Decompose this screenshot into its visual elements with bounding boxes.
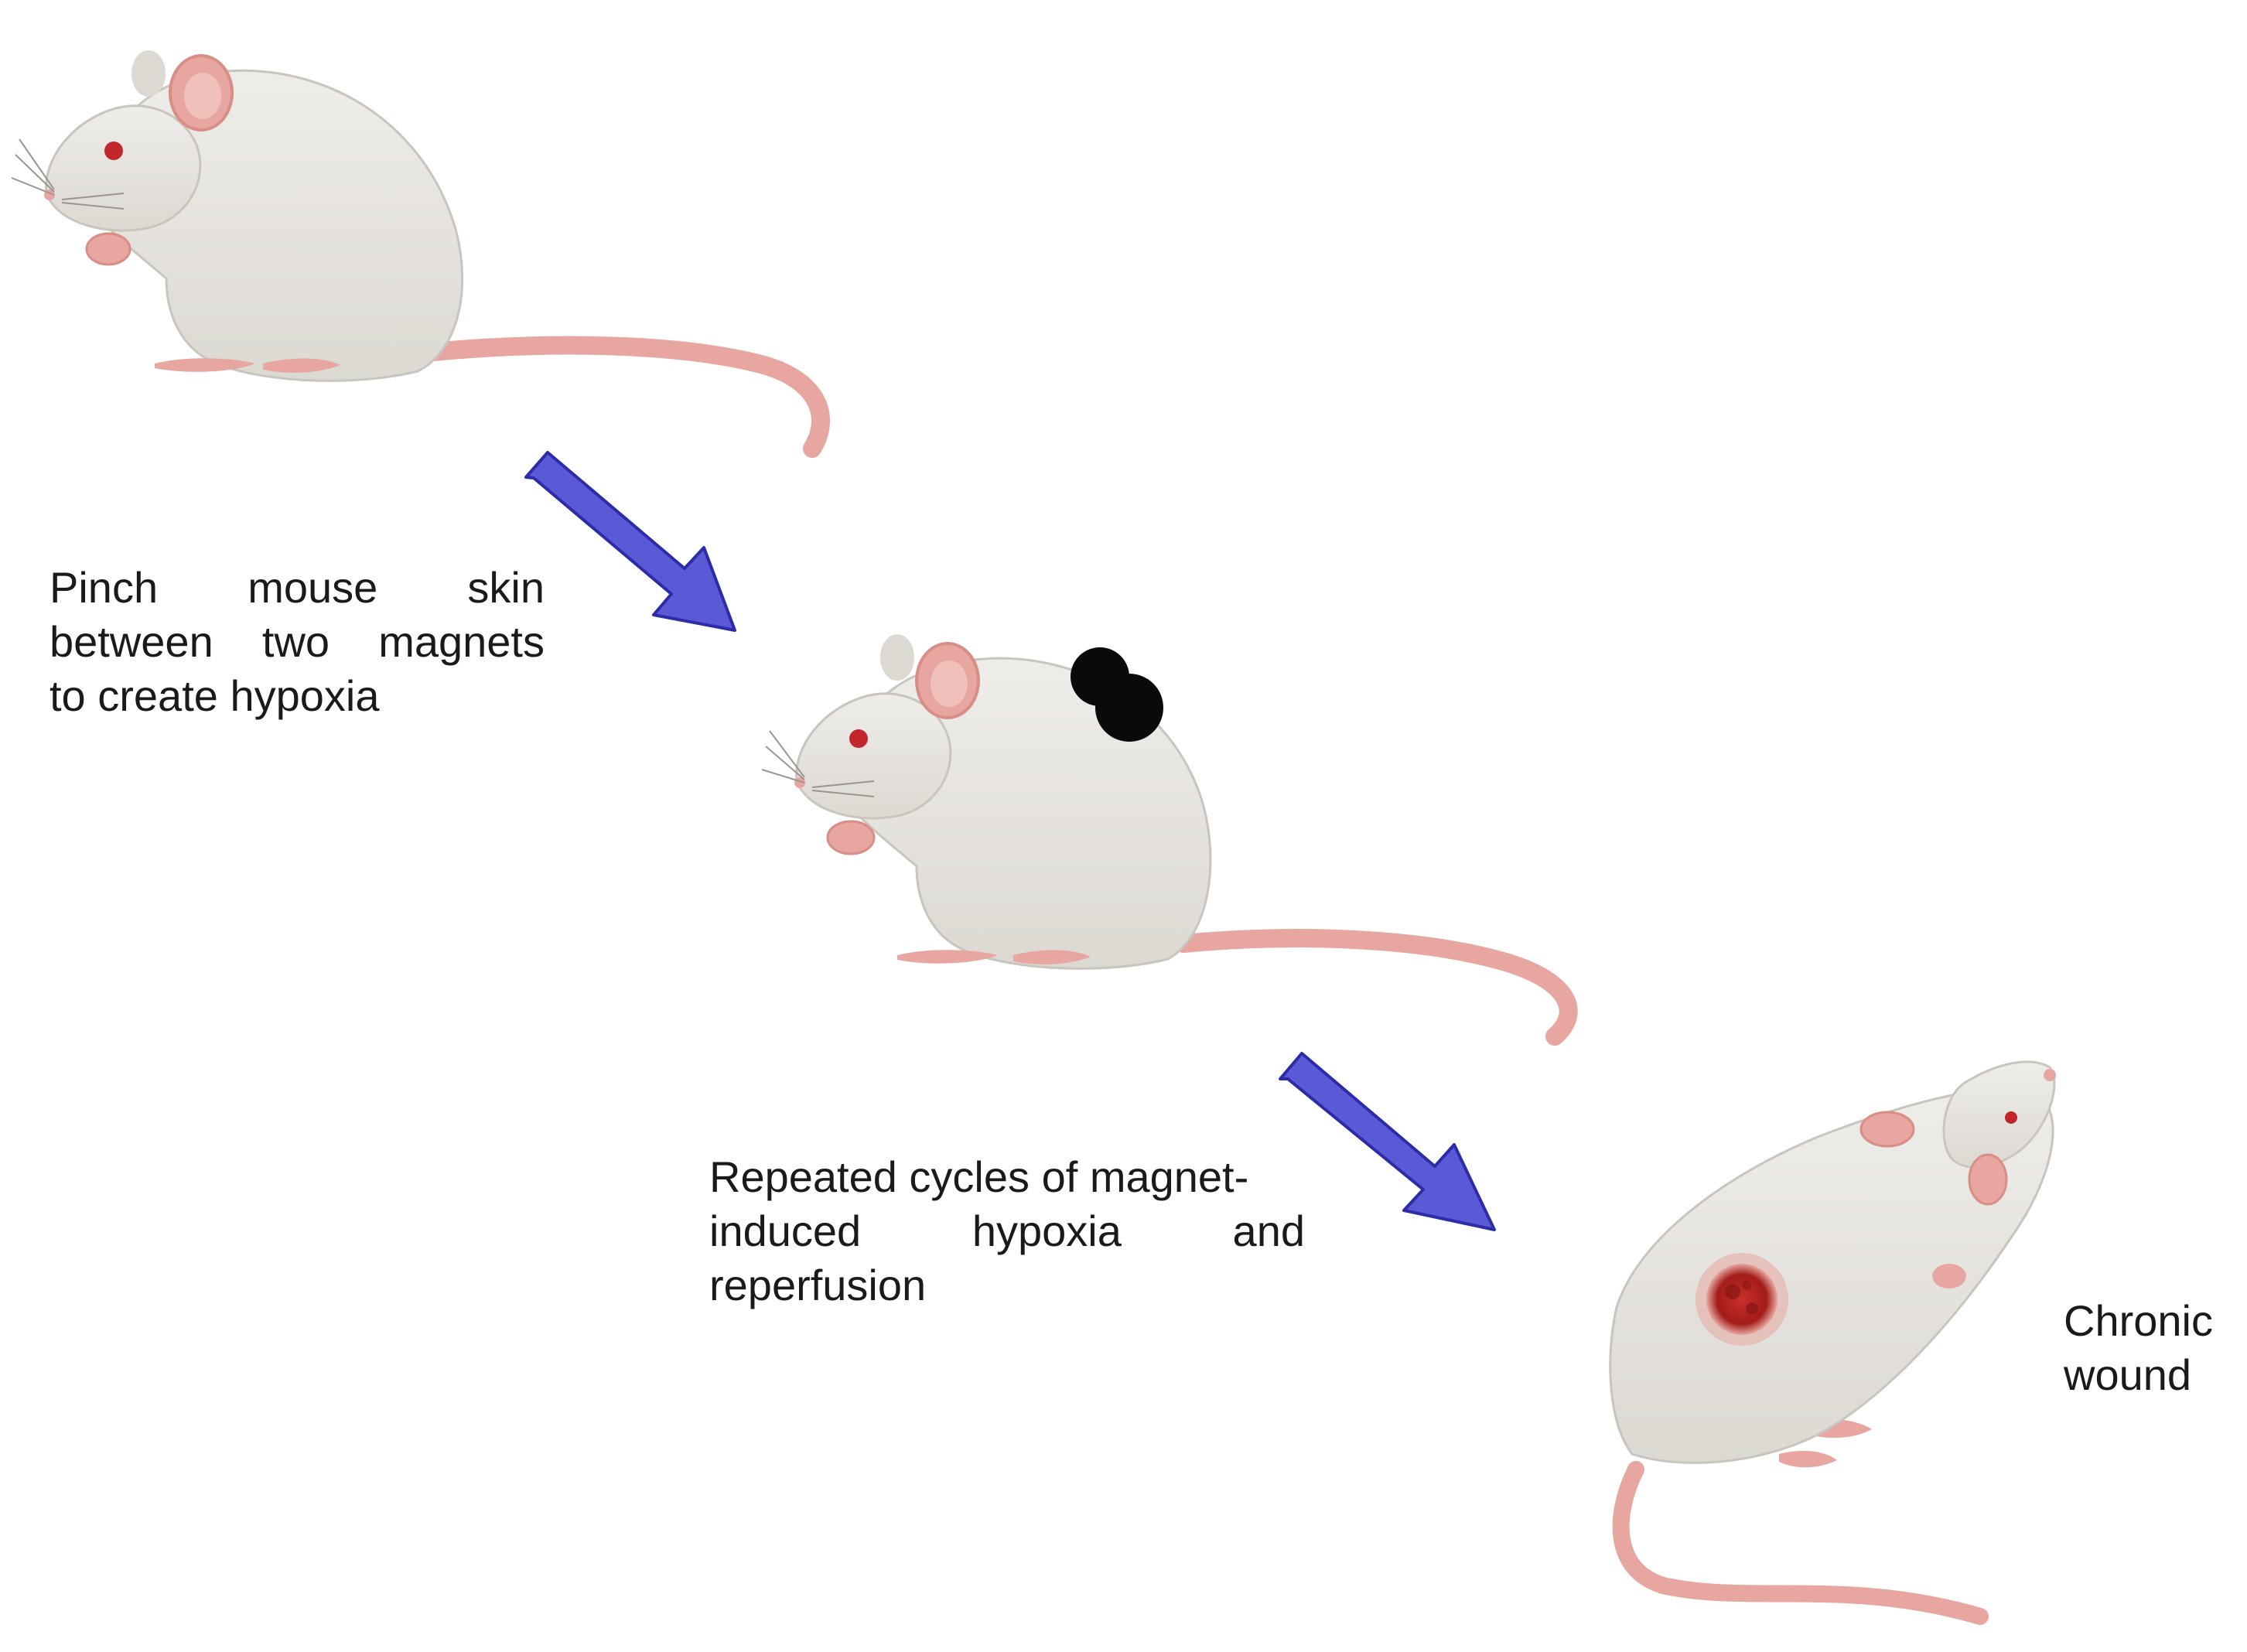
caption-word: skin	[467, 563, 545, 612]
outcome-caption: Chronic wound	[2064, 1294, 2213, 1402]
step-caption-pinch-skin: Pinch mouse skin between two magnets to …	[50, 561, 545, 723]
wound-icon	[1695, 1253, 1788, 1346]
caption-line: between two magnets	[50, 615, 545, 669]
caption-word: two	[261, 617, 330, 666]
caption-line: Pinch mouse skin	[50, 561, 545, 615]
caption-word: induced	[709, 1207, 862, 1255]
arrow-icon	[1279, 1052, 1496, 1231]
caption-word: hypoxia	[972, 1207, 1122, 1255]
caption-word: mouse	[248, 563, 378, 612]
caption-line: induced hypoxia and	[709, 1204, 1305, 1258]
caption-line: reperfusion	[709, 1261, 927, 1309]
mouse-with-wound-icon	[1609, 1060, 2056, 1625]
caption-word: between	[50, 617, 213, 666]
caption-line: Repeated cycles of magnet-	[709, 1152, 1249, 1201]
caption-line: to create hypoxia	[50, 671, 380, 720]
arrow-icon	[524, 451, 736, 632]
mouse-with-magnet-icon	[761, 634, 1578, 1046]
caption-word: magnets	[378, 617, 545, 666]
mouse-icon	[11, 50, 831, 458]
magnet-icon	[1071, 647, 1163, 742]
caption-word: and	[1232, 1207, 1305, 1255]
caption-word: Pinch	[50, 563, 159, 612]
caption-line: wound	[2064, 1350, 2192, 1399]
caption-line: Chronic	[2064, 1296, 2213, 1345]
step-caption-hypoxia-reperfusion: Repeated cycles of magnet- induced hypox…	[709, 1150, 1305, 1312]
